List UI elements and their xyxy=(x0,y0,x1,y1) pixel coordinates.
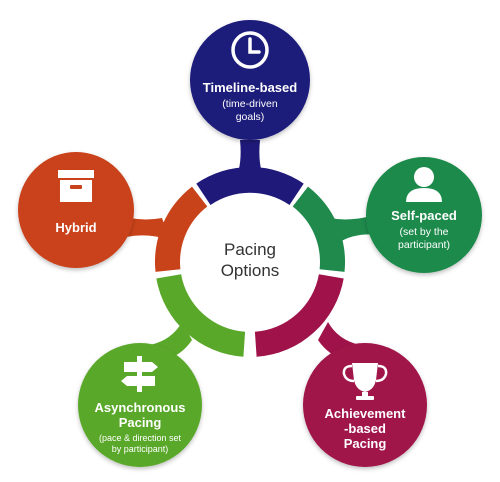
node-async: Asynchronous Pacing (pace & direction se… xyxy=(78,343,202,467)
ring-segment-async xyxy=(156,274,246,357)
trophy-icon xyxy=(342,363,388,400)
node-hybrid-circle xyxy=(18,152,134,268)
node-async-title1: Asynchronous xyxy=(94,400,185,415)
person-icon xyxy=(406,167,442,202)
ring-segment-hybrid xyxy=(154,186,208,272)
node-timeline: Timeline-based (time-driven goals) xyxy=(190,20,310,140)
node-async-title2: Pacing xyxy=(119,415,162,430)
node-async-circle xyxy=(78,343,202,467)
node-achievement-title2: -based xyxy=(344,421,386,436)
node-achievement-title3: Pacing xyxy=(344,436,387,451)
node-hybrid-title: Hybrid xyxy=(55,220,96,235)
node-timeline-sub1: (time-driven xyxy=(222,98,278,110)
ring-segment-selfpaced xyxy=(292,186,346,272)
connector-timeline xyxy=(232,140,268,185)
signpost-icon xyxy=(121,356,158,392)
node-hybrid: Hybrid xyxy=(18,152,134,268)
node-selfpaced-circle xyxy=(366,157,482,273)
node-achievement-circle xyxy=(303,343,427,467)
node-timeline-title: Timeline-based xyxy=(203,80,297,95)
center-ring: Pacing Options xyxy=(154,166,346,357)
node-selfpaced-sub2: participant) xyxy=(398,239,450,251)
node-selfpaced-sub1: (set by the xyxy=(399,226,448,238)
node-async-sub2: by participant) xyxy=(112,444,169,454)
center-label-line1: Pacing xyxy=(224,240,276,259)
clock-icon xyxy=(231,31,269,69)
node-achievement: Achievement -based Pacing xyxy=(303,343,427,467)
node-async-sub1: (pace & direction set xyxy=(99,433,182,443)
center-disc xyxy=(182,194,318,330)
ring-segment-timeline xyxy=(196,166,304,205)
node-selfpaced-title: Self-paced xyxy=(391,208,457,223)
center-label-line2: Options xyxy=(221,261,280,280)
ring-segment-achievement xyxy=(254,274,344,357)
node-timeline-sub2: goals) xyxy=(236,111,265,123)
node-achievement-title1: Achievement xyxy=(325,406,407,421)
box-icon xyxy=(58,170,94,202)
node-selfpaced: Self-paced (set by the participant) xyxy=(366,157,482,273)
node-timeline-circle xyxy=(190,20,310,140)
